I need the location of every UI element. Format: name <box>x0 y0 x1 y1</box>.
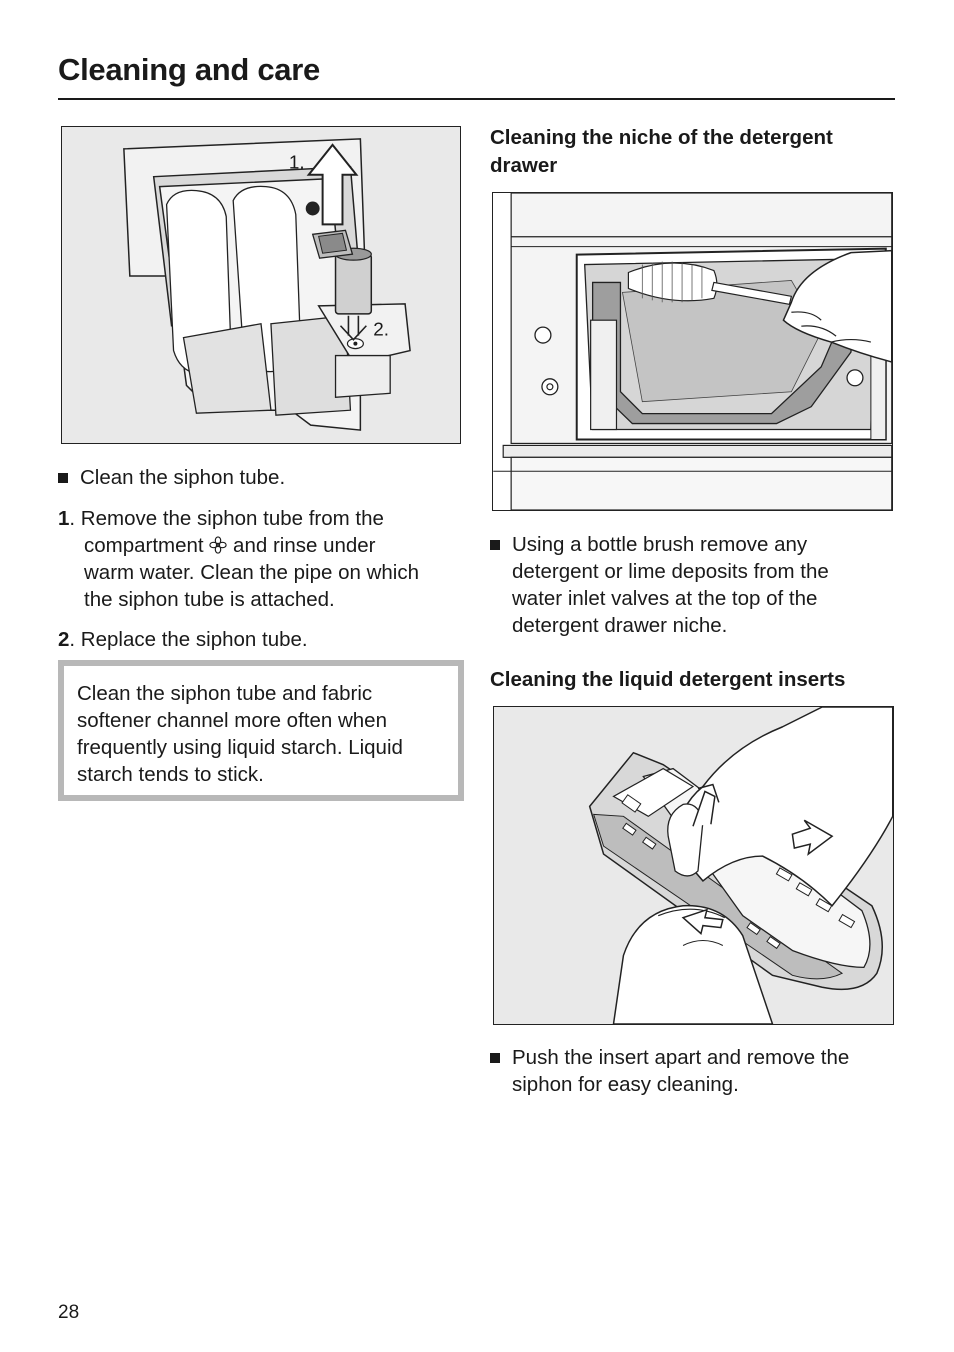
bullet-line: detergent or lime deposits from the <box>512 560 829 583</box>
bullet-square-icon <box>58 473 68 483</box>
bullet-clean-siphon: Clean the siphon tube. <box>58 464 285 491</box>
step-2: 2. Replace the siphon tube. <box>58 626 308 653</box>
note-line: softener channel more often when <box>77 709 387 732</box>
page-number: 28 <box>58 1302 80 1323</box>
detergent-insert-illustration <box>493 706 894 1025</box>
step-number: 1 <box>58 507 70 530</box>
page-title: Cleaning and care <box>58 52 320 87</box>
step-text: compartment <box>84 534 204 557</box>
figure-label-2: 2. <box>373 320 389 341</box>
step-1: 1. Remove the siphon tube from the compa… <box>58 505 468 613</box>
bullet-square-icon <box>490 1053 500 1063</box>
bullet-square-icon <box>490 540 500 550</box>
step-text: and rinse under <box>233 534 376 557</box>
siphon-tube-illustration: 1. 2. <box>61 126 461 444</box>
note-line: starch tends to stick. <box>77 763 264 786</box>
step-text: . Remove the siphon tube from the <box>69 507 384 530</box>
title-rule <box>58 98 895 100</box>
bullet-line: Using a bottle brush remove any <box>512 533 808 556</box>
drawer-niche-illustration <box>492 192 893 511</box>
detergent-insert-drawing <box>494 707 893 1024</box>
section-heading-niche: Cleaning the niche of the detergent draw… <box>490 126 833 177</box>
bullet-line: detergent drawer niche. <box>512 614 728 637</box>
section-heading-inserts: Cleaning the liquid detergent inserts <box>490 668 846 691</box>
note-line: frequently using liquid starch. Liquid <box>77 736 403 759</box>
bullet-niche-instructions: Using a bottle brush remove any detergen… <box>490 531 829 639</box>
note-box: Clean the siphon tube and fabric softene… <box>58 660 464 801</box>
step-text: . Replace the siphon tube. <box>69 628 308 651</box>
step-number: 2 <box>58 628 70 651</box>
bullet-line: Push the insert apart and remove the <box>512 1046 850 1069</box>
flower-symbol-icon <box>209 536 228 554</box>
bullet-insert-instructions: Push the insert apart and remove the sip… <box>490 1044 849 1098</box>
siphon-tube-drawing: 1. 2. <box>62 127 460 443</box>
note-line: Clean the siphon tube and fabric <box>77 682 373 705</box>
bullet-line: siphon for easy cleaning. <box>512 1073 739 1096</box>
step-text: warm water. Clean the pipe on which <box>84 561 420 584</box>
bullet-line: water inlet valves at the top of the <box>512 587 818 610</box>
bullet-text: Clean the siphon tube. <box>80 466 286 489</box>
figure-label-1: 1. <box>289 153 305 174</box>
step-text: the siphon tube is attached. <box>84 588 335 611</box>
drawer-niche-drawing <box>493 193 892 510</box>
